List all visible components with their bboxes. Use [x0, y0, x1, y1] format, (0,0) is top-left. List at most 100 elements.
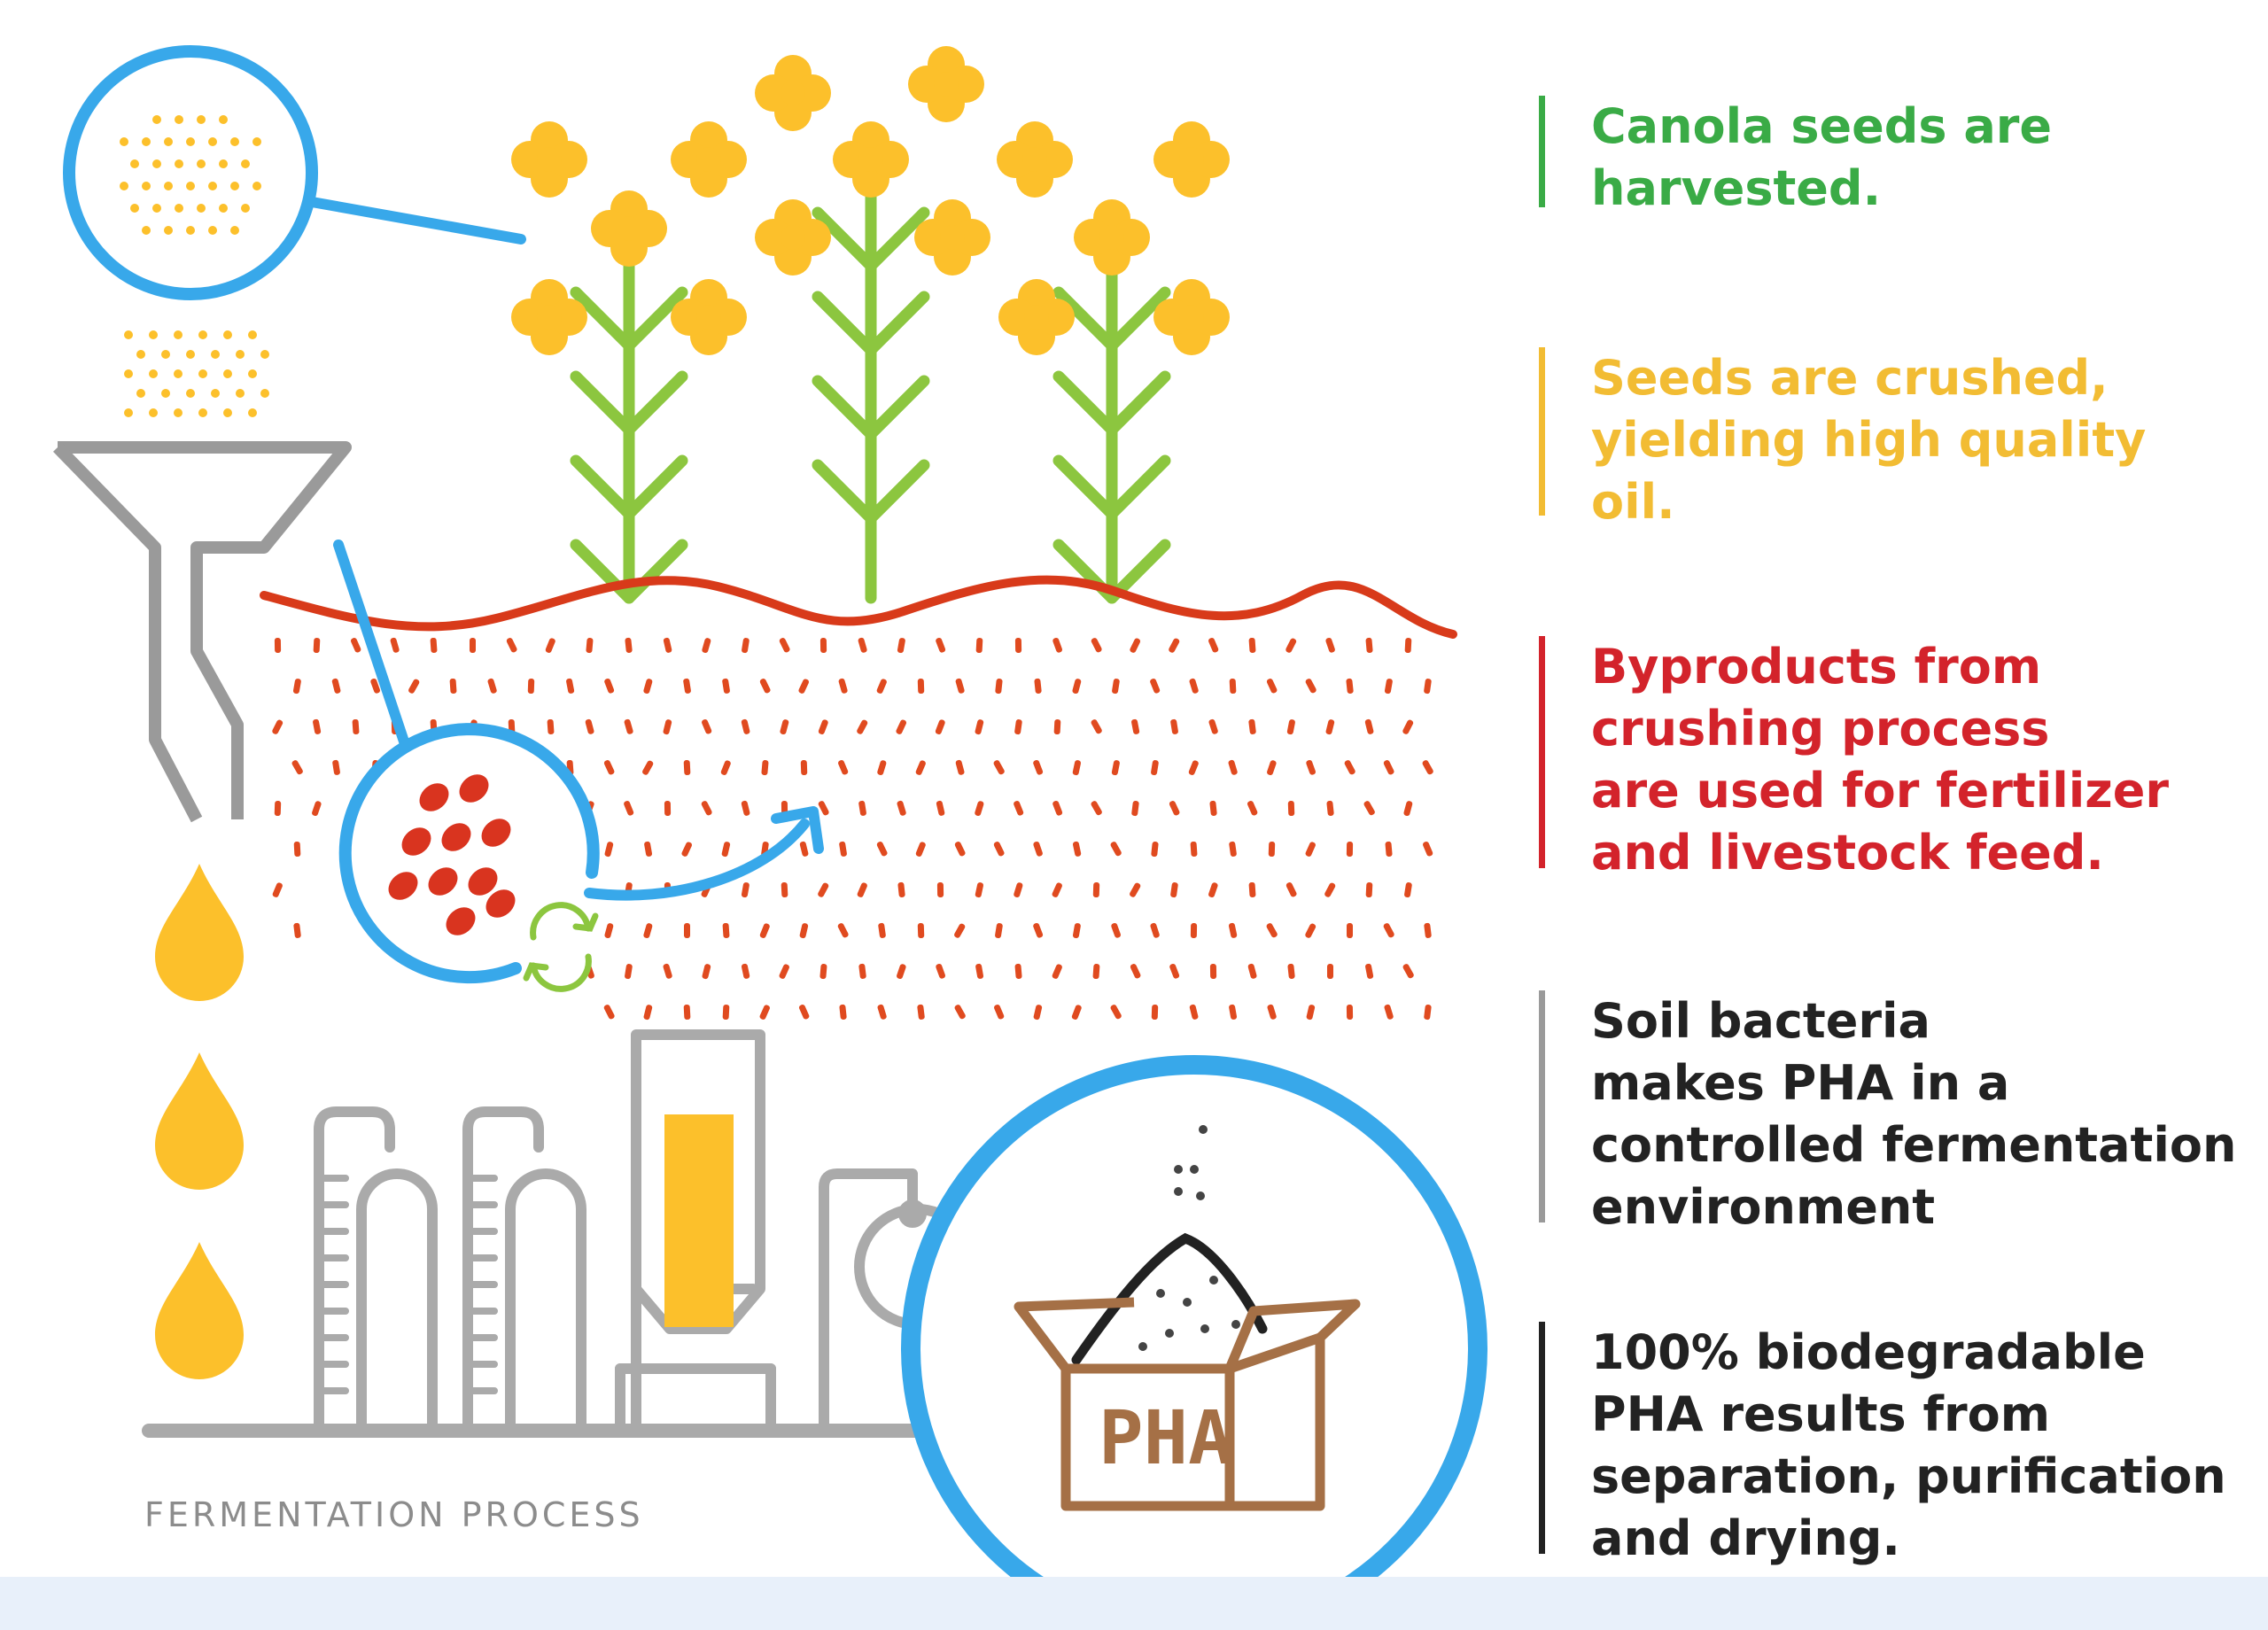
soil-particle	[839, 841, 847, 857]
seed	[186, 350, 195, 359]
seed	[152, 159, 161, 168]
soil-particle	[741, 718, 750, 734]
seed	[211, 350, 220, 359]
soil-particle	[545, 638, 555, 653]
seed	[197, 115, 206, 124]
soil-particle	[1363, 801, 1375, 816]
soil-particle	[566, 678, 575, 694]
branch	[570, 454, 688, 520]
soil-particle	[1209, 963, 1217, 979]
canola-flower-icon	[1153, 279, 1230, 355]
soil-particle	[742, 638, 750, 654]
seed	[164, 137, 173, 146]
soil-particle	[1248, 637, 1256, 653]
recycle-icon	[523, 902, 599, 992]
soil-particle	[702, 964, 711, 980]
soil-particle	[1305, 679, 1317, 694]
soil-particle	[975, 882, 984, 898]
soil-particle	[1248, 718, 1256, 734]
soil-particle	[1092, 964, 1100, 980]
soil-particle	[721, 842, 731, 858]
seed	[186, 182, 195, 190]
byproduct-bean	[481, 819, 511, 847]
step-crush: Seeds are crushed, yielding high quality…	[1539, 347, 2248, 530]
soil-particle	[1384, 679, 1393, 695]
soil-particle	[857, 882, 867, 897]
soil-particle	[643, 1005, 653, 1021]
branch	[1052, 286, 1171, 352]
soil-particle	[995, 923, 1003, 939]
seed	[164, 226, 173, 235]
soil-particle	[1052, 800, 1063, 816]
soil-particle	[799, 923, 809, 939]
seed	[175, 204, 183, 213]
byproduct-bean	[485, 889, 516, 918]
soil-particle	[1208, 718, 1218, 734]
soil-particle	[1189, 1004, 1199, 1020]
seed	[161, 350, 170, 359]
powder-particle	[1165, 1329, 1174, 1338]
seed	[130, 204, 139, 213]
seed	[120, 182, 128, 190]
soil-particle	[1111, 922, 1121, 938]
soil-particle	[1365, 637, 1373, 653]
soil-particle	[1287, 800, 1295, 816]
soil-particle	[643, 923, 653, 939]
soil-particle	[350, 638, 361, 653]
seed	[197, 204, 206, 213]
soil-particle	[876, 842, 888, 857]
soil-particle	[1091, 638, 1102, 653]
step-fermentation: Soil bacteria makes PHA in a controlled …	[1539, 990, 2248, 1235]
oil-tank-fill	[664, 1114, 734, 1327]
soil-particle	[877, 760, 887, 776]
powder-particle	[1200, 1324, 1209, 1333]
soil-particle	[781, 881, 788, 897]
falling-seeds	[124, 330, 269, 417]
soil-particle	[876, 679, 887, 694]
soil-particle	[1014, 637, 1022, 653]
soil-particle	[839, 1004, 847, 1020]
soil-particle	[779, 638, 790, 653]
step-byproducts-text: Byproducts from crushing process are use…	[1591, 639, 2169, 881]
soil-particle	[1384, 1004, 1394, 1020]
soil-particle	[1072, 760, 1082, 776]
soil-particle	[858, 963, 866, 979]
pha-box-icon: PHA	[1014, 1125, 1361, 1511]
branch	[812, 375, 930, 440]
soil-particle	[722, 678, 730, 694]
step-pha-result: 100% biodegradable PHA results from sepa…	[1539, 1322, 2248, 1566]
seed	[211, 389, 220, 398]
soil-particle	[331, 678, 341, 694]
soil-particle	[720, 760, 731, 775]
soil-particle	[1286, 719, 1295, 735]
soil-particle	[604, 678, 615, 694]
seed	[248, 330, 257, 339]
soil-particle	[1150, 678, 1161, 694]
soil-particle	[430, 637, 438, 653]
soil-particle	[1014, 963, 1022, 979]
soil-particle	[1267, 760, 1277, 775]
soil-particle	[1110, 1005, 1122, 1020]
soil-particle	[702, 638, 711, 654]
soil-particle	[955, 678, 965, 694]
canola-flower-icon	[914, 199, 990, 276]
soil-particle	[624, 800, 634, 816]
branch	[570, 539, 688, 604]
soil-particle	[1052, 964, 1062, 979]
seed	[149, 408, 158, 417]
soil-particle	[1190, 923, 1198, 939]
seed	[230, 182, 239, 190]
soil-particle	[1188, 760, 1199, 775]
soil-particle	[1169, 638, 1180, 653]
bottom-band	[0, 1577, 2268, 1630]
soil-particle	[1327, 964, 1333, 979]
seed	[175, 159, 183, 168]
soil-particle	[370, 678, 380, 694]
soil-particle	[1131, 801, 1139, 817]
seed	[219, 204, 228, 213]
powder-particle	[1174, 1187, 1183, 1196]
soil-particle	[506, 638, 517, 653]
soil-particle	[1033, 1005, 1043, 1021]
soil-particle	[603, 1005, 615, 1020]
seed	[223, 369, 232, 378]
